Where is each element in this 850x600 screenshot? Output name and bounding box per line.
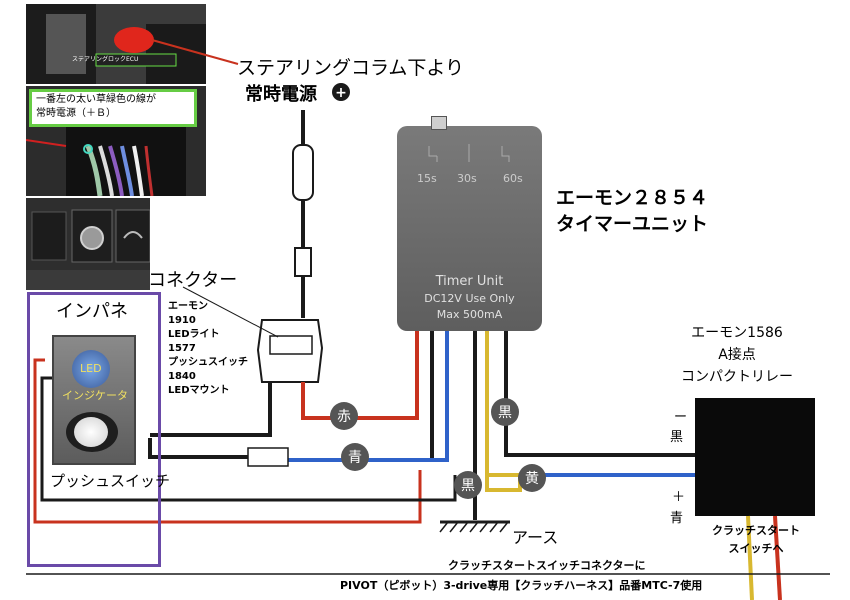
instrument-panel-box	[27, 292, 161, 567]
red-wire	[301, 330, 419, 420]
led-indicator-label: インジケータ	[62, 389, 128, 402]
timer-title: エーモン２８５４ タイマーユニット	[556, 187, 709, 235]
constant-power-label: 常時電源	[245, 84, 317, 105]
timer-black-wire-2	[504, 330, 695, 457]
black-wire-panel	[150, 382, 272, 437]
badge-blue-text: 青	[348, 450, 362, 466]
inline-fuse	[294, 247, 312, 277]
push-button-cap	[74, 417, 108, 447]
harness-photo: 一番左の太い草緑色の線が 常時電源（＋Ｂ）	[26, 86, 206, 196]
plus-symbol: +	[335, 85, 347, 101]
ecu-photo: ステアリングロックECU	[26, 4, 206, 84]
clutch-switch-label: クラッチスタート スイッチへ	[712, 524, 800, 555]
relay-black-label: 黒	[670, 430, 684, 445]
fuse-holder	[292, 144, 314, 201]
relay-plus-label: ＋	[672, 490, 686, 505]
badge-red: 赤	[330, 402, 358, 430]
badge-black-1: 黒	[491, 398, 519, 426]
relay-title: エーモン1586 A接点 コンパクトリレー	[681, 325, 793, 385]
earth-hatch	[439, 521, 509, 533]
led-label: LED	[80, 362, 102, 375]
ecu-pointer-line	[151, 39, 239, 65]
blue-wire-fuse	[247, 447, 289, 467]
badge-yellow: 黄	[518, 464, 546, 492]
panel-link-wire	[148, 438, 248, 459]
timer-voltage: DC12V Use Only	[424, 292, 515, 305]
wire-note-text: 一番左の太い草緑色の線が 常時電源（＋Ｂ）	[36, 94, 156, 119]
badge-blue: 青	[341, 443, 369, 471]
badge-black-2: 黒	[454, 471, 482, 499]
ecu-label: ステアリングロックECU	[72, 56, 139, 63]
timer-unit: 15s 30s 60s Timer Unit DC12V Use Only Ma…	[397, 116, 542, 331]
footer-line-1: クラッチスタートスイッチコネクターに	[448, 559, 646, 572]
relay-minus-label: ー	[674, 410, 688, 425]
earth-label: アース	[512, 528, 559, 547]
badge-black-1-text: 黒	[498, 405, 512, 421]
push-switch-label: プッシュスイッチ	[50, 472, 171, 490]
dial-15s: 15s	[417, 172, 437, 185]
connector-label: コネクター	[148, 270, 238, 291]
clutch-wire-red	[773, 515, 782, 600]
relay-blue-label: 青	[670, 511, 684, 526]
yellow-loop	[485, 475, 522, 492]
clutch-wire-yellow	[746, 515, 754, 600]
led-indicator-icon	[72, 350, 110, 388]
badge-red-text: 赤	[337, 409, 351, 425]
footer-line-2: PIVOT（ピボット）3-drive専用【クラッチハーネス】品番MTC-7使用	[340, 579, 703, 592]
blue-wire	[260, 330, 449, 462]
panel-red-wire	[33, 358, 422, 524]
timer-unit-name: Timer Unit	[435, 274, 504, 289]
dial-60s: 60s	[503, 172, 523, 185]
instrument-panel-title: インパネ	[56, 301, 128, 322]
panel-black-wire	[40, 376, 457, 502]
dashboard-photo	[26, 198, 150, 290]
wire-note	[29, 89, 197, 127]
timer-dial-marks	[428, 144, 510, 162]
badge-black-2-text: 黒	[461, 478, 475, 494]
timer-knob	[431, 116, 447, 130]
plus-circle-icon	[332, 83, 350, 101]
dial-30s: 30s	[457, 172, 477, 185]
relay-body	[695, 398, 815, 516]
connector-window	[269, 335, 313, 355]
amon-parts-label: エーモン 1910 LEDライト 1577 プッシュスイッチ 1840 LEDマ…	[168, 301, 248, 396]
timer-current: Max 500mA	[436, 308, 503, 321]
connector-pointer	[182, 286, 279, 338]
steering-column-label: ステアリングコラム下より	[237, 57, 465, 79]
badge-yellow-text: 黄	[525, 470, 539, 487]
